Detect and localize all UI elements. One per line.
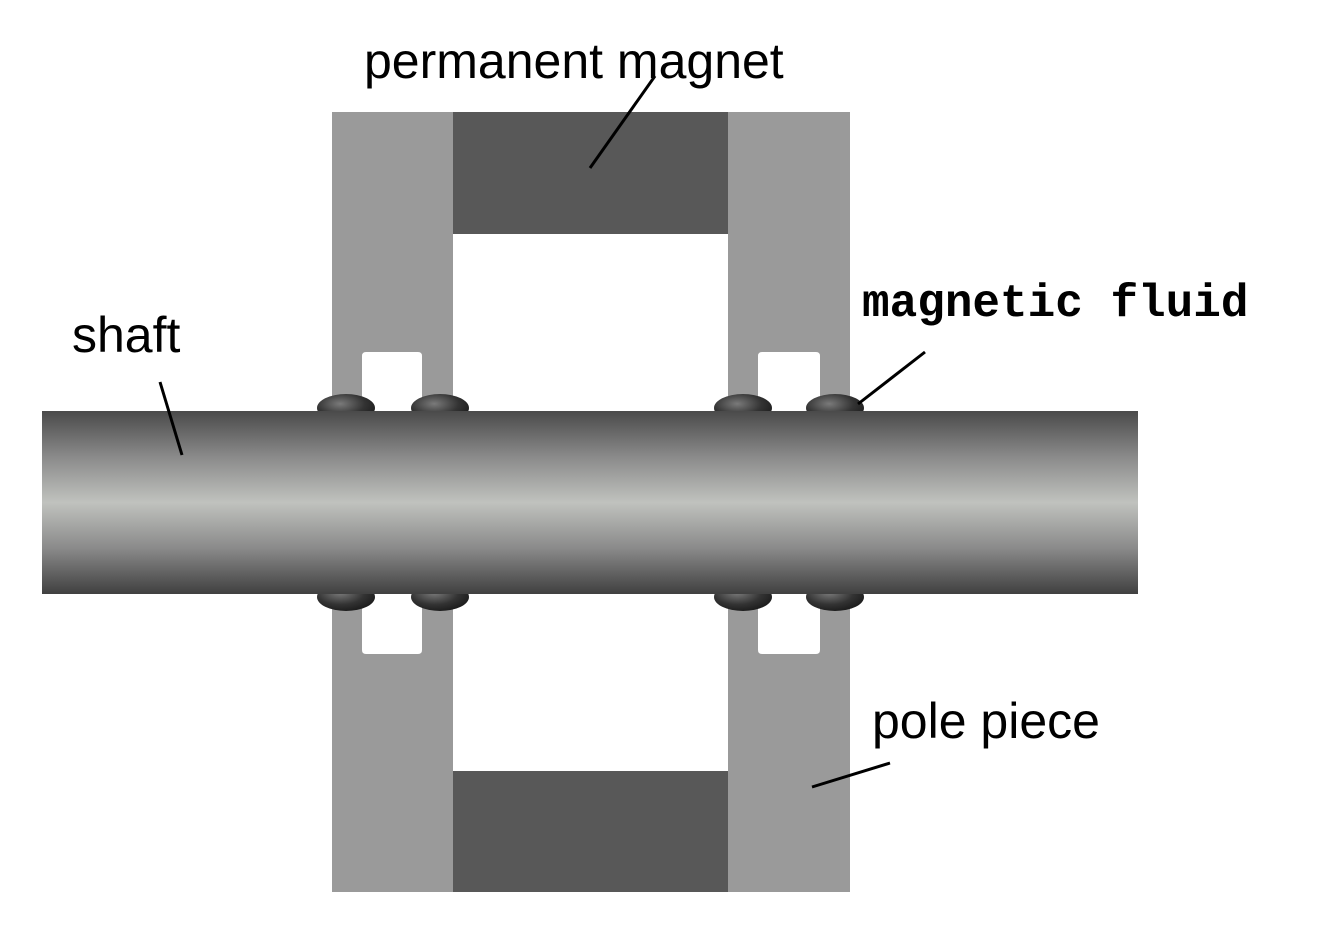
right-pole-piece-bottom xyxy=(728,594,850,892)
label-permanent-magnet: permanent magnet xyxy=(364,33,784,89)
label-shaft: shaft xyxy=(72,307,181,363)
leader-permanent-magnet xyxy=(588,75,657,169)
permanent-magnet-top xyxy=(453,112,728,234)
left-pole-piece-bottom xyxy=(332,594,453,892)
leader-magnetic-fluid xyxy=(857,350,926,406)
shaft xyxy=(42,411,1138,594)
left-pole-piece-top xyxy=(332,112,453,410)
permanent-magnet-bottom xyxy=(453,771,728,892)
leader-pole-piece xyxy=(811,761,891,789)
right-pole-piece-top xyxy=(728,112,850,410)
label-pole-piece: pole piece xyxy=(872,693,1100,749)
leader-shaft xyxy=(158,381,184,456)
label-magnetic-fluid: magnetic fluid xyxy=(862,278,1248,330)
